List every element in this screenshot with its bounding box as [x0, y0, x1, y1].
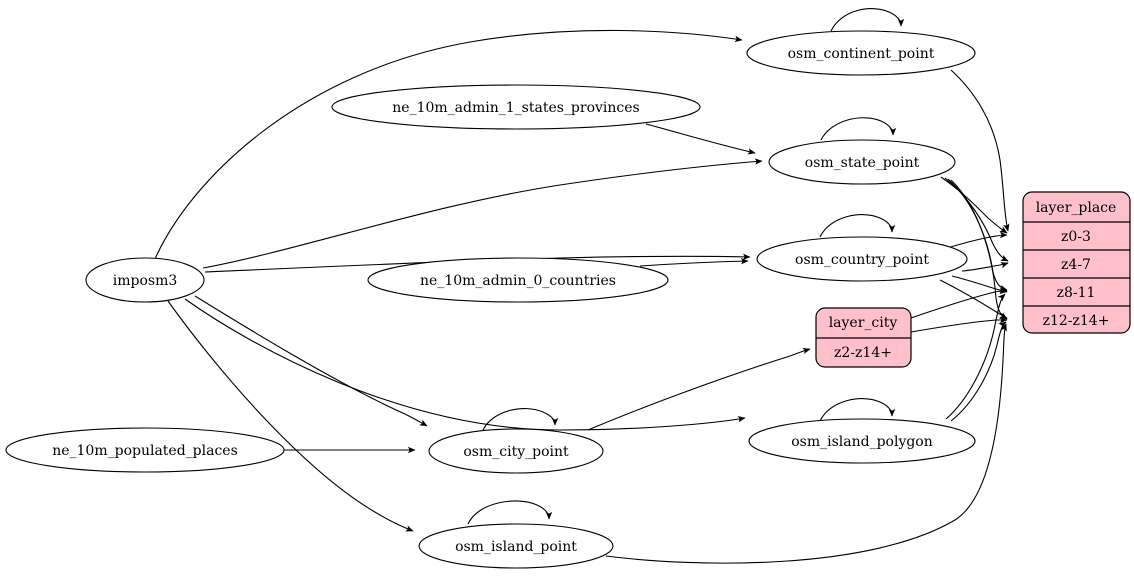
layer-place-row-z12-z14[interactable]: z12-z14+	[1043, 313, 1110, 329]
node-ne-10m-admin-1-states-provinces[interactable]: ne_10m_admin_1_states_provinces	[331, 84, 701, 130]
ne-populated-ellipse[interactable]	[5, 427, 285, 473]
edge-osm-country-point-self-loop	[819, 214, 896, 238]
edge-osm-island-point-to-layer-place-z12-z14	[605, 323, 1007, 564]
record-layer-place[interactable]: layer_place z0-3 z4-7 z8-11 z12-z14+	[1022, 191, 1131, 334]
node-osm-island-point[interactable]: osm_island_point	[418, 523, 614, 569]
edge-osm-state-point-self-loop	[820, 117, 897, 141]
layer-place-row-z8-11[interactable]: z8-11	[1057, 285, 1096, 301]
node-osm-island-polygon[interactable]: osm_island_polygon	[748, 418, 976, 464]
edge-osm-island-polygon-to-layer-place-z12-z14	[950, 321, 1007, 422]
node-ne-10m-populated-places[interactable]: ne_10m_populated_places	[5, 427, 285, 473]
osm-island-polygon-ellipse[interactable]	[748, 418, 976, 464]
node-osm-country-point[interactable]: osm_country_point	[756, 236, 968, 282]
edge-imposm3-to-osm-city-point	[194, 295, 428, 427]
imposm3-ellipse[interactable]	[85, 257, 205, 303]
node-imposm3[interactable]: imposm3	[85, 257, 205, 303]
edge-ne-admin1-to-osm-state-point	[645, 123, 756, 155]
ne-populated-label: ne_10m_populated_places	[52, 443, 238, 459]
osm-continent-point-ellipse[interactable]	[746, 30, 976, 76]
edge-layer-city-to-layer-place-z12-z14	[910, 316, 1008, 333]
osm-state-point-ellipse[interactable]	[768, 139, 956, 185]
osm-island-point-ellipse[interactable]	[418, 523, 614, 569]
edge-osm-continent-point-self-loop	[830, 8, 905, 32]
edge-osm-country-point-to-layer-place-z0-3	[943, 231, 1008, 250]
edge-osm-city-point-to-layer-city	[587, 347, 811, 431]
edge-osm-island-polygon-to-layer-place-z8-11	[945, 293, 1006, 420]
edge-osm-state-point-to-layer-place-z8-11	[947, 178, 1008, 292]
imposm3-label: imposm3	[113, 273, 178, 289]
node-osm-city-point[interactable]: osm_city_point	[428, 428, 604, 474]
record-layer: layer_place z0-3 z4-7 z8-11 z12-z14+ lay…	[815, 191, 1131, 368]
ne-admin0-label: ne_10m_admin_0_countries	[420, 273, 616, 289]
osm-city-point-ellipse[interactable]	[428, 428, 604, 474]
osm-country-point-label: osm_country_point	[795, 252, 929, 268]
osm-island-point-label: osm_island_point	[455, 539, 577, 555]
edge-imposm3-to-osm-island-polygon	[184, 298, 746, 431]
edge-osm-state-point-to-layer-place-z12-z14	[950, 179, 1008, 319]
osm-island-polygon-label: osm_island_polygon	[791, 434, 933, 450]
osm-city-point-label: osm_city_point	[463, 444, 569, 460]
edge-osm-state-point-to-layer-place-z0-3	[940, 176, 1008, 234]
layer-place-header-label: layer_place	[1036, 200, 1117, 216]
edge-osm-island-polygon-self-loop	[819, 398, 896, 422]
layer-place-box[interactable]	[1022, 191, 1131, 334]
layer-city-header-label: layer_city	[829, 315, 898, 331]
layer-city-row-z2-z14[interactable]: z2-z14+	[834, 345, 892, 361]
edge-imposm3-to-osm-continent-point	[154, 29, 743, 260]
edge-osm-island-point-self-loop	[467, 500, 553, 525]
edge-osm-continent-point-to-layer-place-z0-3	[950, 69, 1010, 232]
edge-osm-city-point-self-loop	[482, 408, 559, 431]
ne-admin1-label: ne_10m_admin_1_states_provinces	[392, 100, 639, 116]
edge-imposm3-to-osm-state-point	[202, 158, 763, 269]
node-osm-state-point[interactable]: osm_state_point	[768, 139, 956, 185]
osm-country-point-ellipse[interactable]	[756, 236, 968, 282]
record-layer-city[interactable]: layer_city z2-z14+	[815, 307, 912, 368]
osm-state-point-label: osm_state_point	[805, 155, 920, 171]
layer-place-row-z0-3[interactable]: z0-3	[1061, 229, 1091, 245]
node-layer: imposm3 ne_10m_admin_1_states_provinces …	[5, 30, 976, 569]
node-osm-continent-point[interactable]: osm_continent_point	[746, 30, 976, 76]
edge-layer	[154, 8, 1010, 564]
layer-place-row-z4-7[interactable]: z4-7	[1061, 257, 1091, 273]
edge-osm-country-point-to-layer-place-z8-11	[951, 275, 1008, 294]
osm-continent-point-label: osm_continent_point	[788, 46, 935, 62]
ne-admin1-ellipse[interactable]	[331, 84, 701, 130]
edge-ne-admin0-to-osm-country-point	[639, 257, 749, 267]
edge-imposm3-to-osm-island-point	[167, 300, 414, 532]
edge-layer-city-to-layer-place-z8-11	[910, 287, 1008, 319]
node-ne-10m-admin-0-countries[interactable]: ne_10m_admin_0_countries	[367, 257, 669, 303]
ne-admin0-ellipse[interactable]	[367, 257, 669, 303]
edge-osm-country-point-to-layer-place-z4-7	[961, 262, 1009, 272]
